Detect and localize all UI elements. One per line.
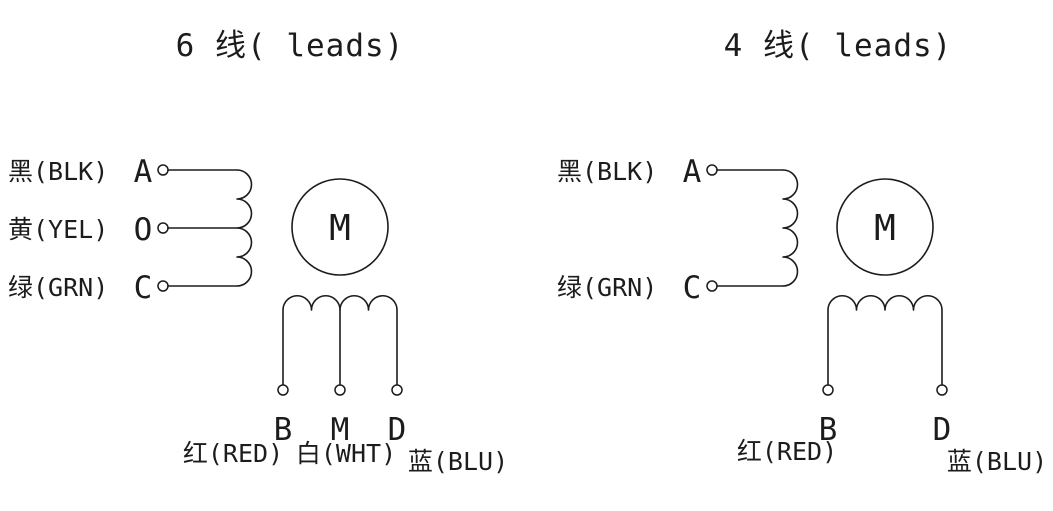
- six-lead-terminal-o: [157, 222, 169, 234]
- four-lead-diagram: 4 线( leads) 黑(BLK) A 绿(GRN) C M B: [557, 28, 1047, 476]
- four-lead-terminal-letter-b: B: [819, 412, 838, 448]
- six-lead-terminal-m: [334, 384, 346, 396]
- four-lead-terminal-c: [706, 280, 718, 292]
- six-lead-label-green: 绿(GRN): [8, 273, 108, 302]
- six-lead-terminal-a: [157, 164, 169, 176]
- six-lead-color-red: 红(RED): [183, 439, 283, 468]
- six-lead-terminal-d: [391, 384, 403, 396]
- four-lead-motor-label: M: [874, 208, 896, 249]
- six-lead-diagram: 6 线( leads) 黑(BLK) A 黄(YEL) O 绿(GRN) C M: [8, 28, 508, 476]
- six-lead-letter-a: A: [134, 154, 153, 190]
- four-lead-letter-c: C: [683, 270, 702, 306]
- six-lead-letter-c: C: [134, 270, 153, 306]
- four-lead-letter-a: A: [683, 154, 702, 190]
- four-lead-terminal-b: [822, 384, 834, 396]
- six-lead-letter-o: O: [134, 212, 153, 248]
- four-lead-label-green: 绿(GRN): [557, 273, 657, 302]
- six-lead-terminal-letter-d: D: [388, 412, 407, 448]
- six-lead-terminal-letter-m: M: [331, 412, 350, 448]
- six-lead-motor-label: M: [329, 208, 351, 249]
- four-lead-label-black: 黑(BLK): [557, 157, 657, 186]
- four-lead-color-red: 红(RED): [737, 437, 837, 466]
- four-lead-motor-circle: [836, 178, 934, 276]
- six-lead-primary-coil: [236, 169, 253, 287]
- six-lead-terminal-c: [157, 280, 169, 292]
- four-lead-terminal-a: [706, 164, 718, 176]
- four-lead-color-blue: 蓝(BLU): [947, 447, 1047, 476]
- four-lead-secondary-coil: [827, 295, 943, 311]
- six-lead-secondary-coil: [282, 295, 398, 311]
- six-lead-color-white: 白(WHT): [296, 439, 396, 468]
- four-lead-title: 4 线( leads): [724, 28, 953, 64]
- four-lead-terminal-d: [936, 384, 948, 396]
- four-lead-primary-coil: [782, 169, 799, 287]
- six-lead-color-blue: 蓝(BLU): [408, 447, 508, 476]
- six-lead-motor-circle: [291, 178, 389, 276]
- six-lead-label-black: 黑(BLK): [8, 157, 108, 186]
- four-lead-terminal-letter-d: D: [933, 412, 952, 448]
- six-lead-title: 6 线( leads): [176, 28, 405, 64]
- six-lead-terminal-b: [277, 384, 289, 396]
- six-lead-label-yellow: 黄(YEL): [8, 215, 108, 244]
- six-lead-terminal-letter-b: B: [274, 412, 293, 448]
